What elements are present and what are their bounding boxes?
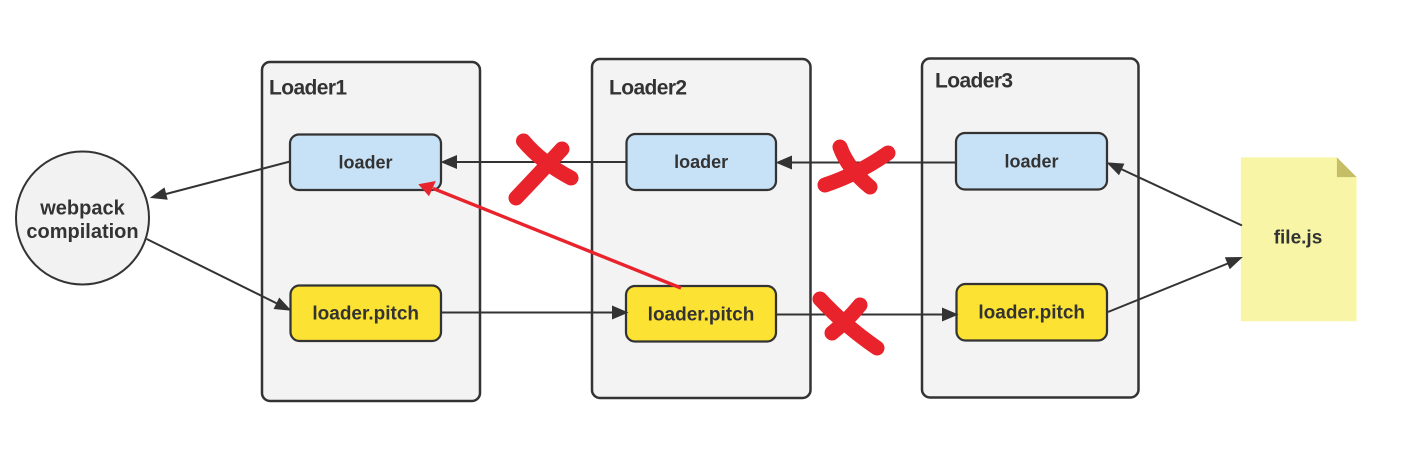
svg-text:webpack: webpack <box>39 198 125 220</box>
svg-text:Loader3: Loader3 <box>935 70 1013 93</box>
svg-text:file.js: file.js <box>1274 228 1323 249</box>
svg-text:compilation: compilation <box>26 221 138 243</box>
svg-text:loader.pitch: loader.pitch <box>648 304 755 325</box>
svg-text:loader.pitch: loader.pitch <box>978 303 1085 324</box>
svg-text:loader: loader <box>338 153 392 173</box>
svg-text:Loader2: Loader2 <box>609 77 687 100</box>
svg-text:loader: loader <box>1004 152 1058 172</box>
svg-text:Loader1: Loader1 <box>269 77 347 100</box>
svg-text:loader: loader <box>674 152 728 172</box>
svg-text:loader.pitch: loader.pitch <box>312 304 419 325</box>
